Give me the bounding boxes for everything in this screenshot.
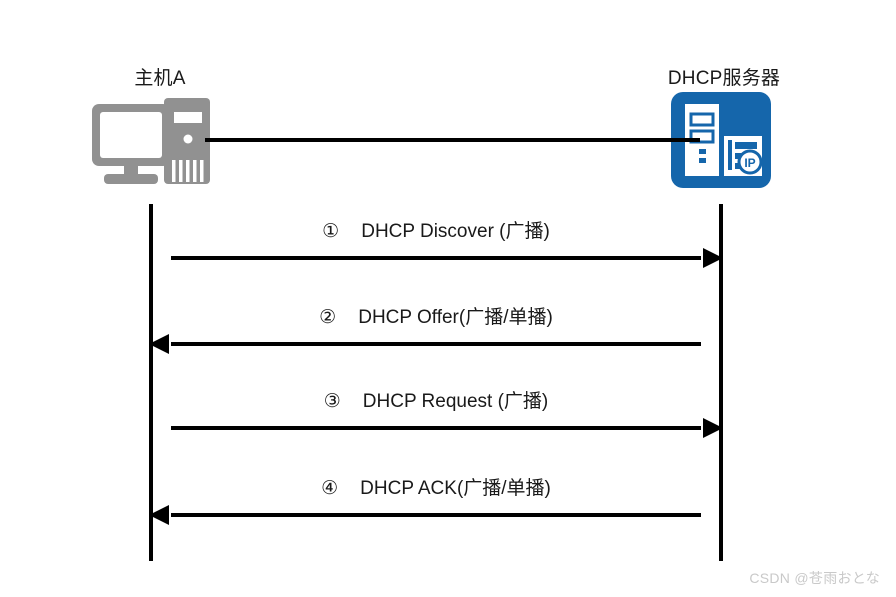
message-row: ④ DHCP ACK(广播/单播) [149,473,723,529]
host-node-label: 主机A [134,68,186,89]
arrow-head-right-icon [703,418,723,438]
message-label-group: ③ DHCP Request (广播) [149,386,723,413]
message-index: ① [322,221,340,242]
message-row: ② DHCP Offer(广播/单播) [149,302,723,358]
message-arrow-line [171,426,701,430]
host-lifeline [149,204,153,561]
arrow-head-right-icon [703,248,723,268]
server-node-label: DHCP服务器 [667,68,781,89]
svg-text:IP: IP [744,156,755,170]
message-arrow-line [171,256,701,260]
message-text: DHCP Offer(广播/单播) [358,307,553,328]
server-lifeline [719,204,723,561]
message-index: ③ [323,391,341,412]
message-label-group: ④ DHCP ACK(广播/单播) [149,473,723,500]
arrow-head-left-icon [149,505,169,525]
message-row: ③ DHCP Request (广播) [149,386,723,442]
message-index: ④ [321,478,339,499]
watermark-text: CSDN @苍雨おとな [749,570,880,586]
network-link-line [205,138,700,142]
desktop-computer-icon [92,98,214,186]
arrow-head-left-icon [149,334,169,354]
message-text: DHCP Discover (广播) [361,221,550,242]
message-index: ② [319,307,337,328]
message-text: DHCP ACK(广播/单播) [360,478,551,499]
message-arrow-line [171,513,701,517]
message-label-group: ② DHCP Offer(广播/单播) [149,302,723,329]
message-arrow-line [171,342,701,346]
message-label-group: ① DHCP Discover (广播) [149,216,723,243]
message-row: ① DHCP Discover (广播) [149,216,723,272]
message-text: DHCP Request (广播) [362,391,549,412]
